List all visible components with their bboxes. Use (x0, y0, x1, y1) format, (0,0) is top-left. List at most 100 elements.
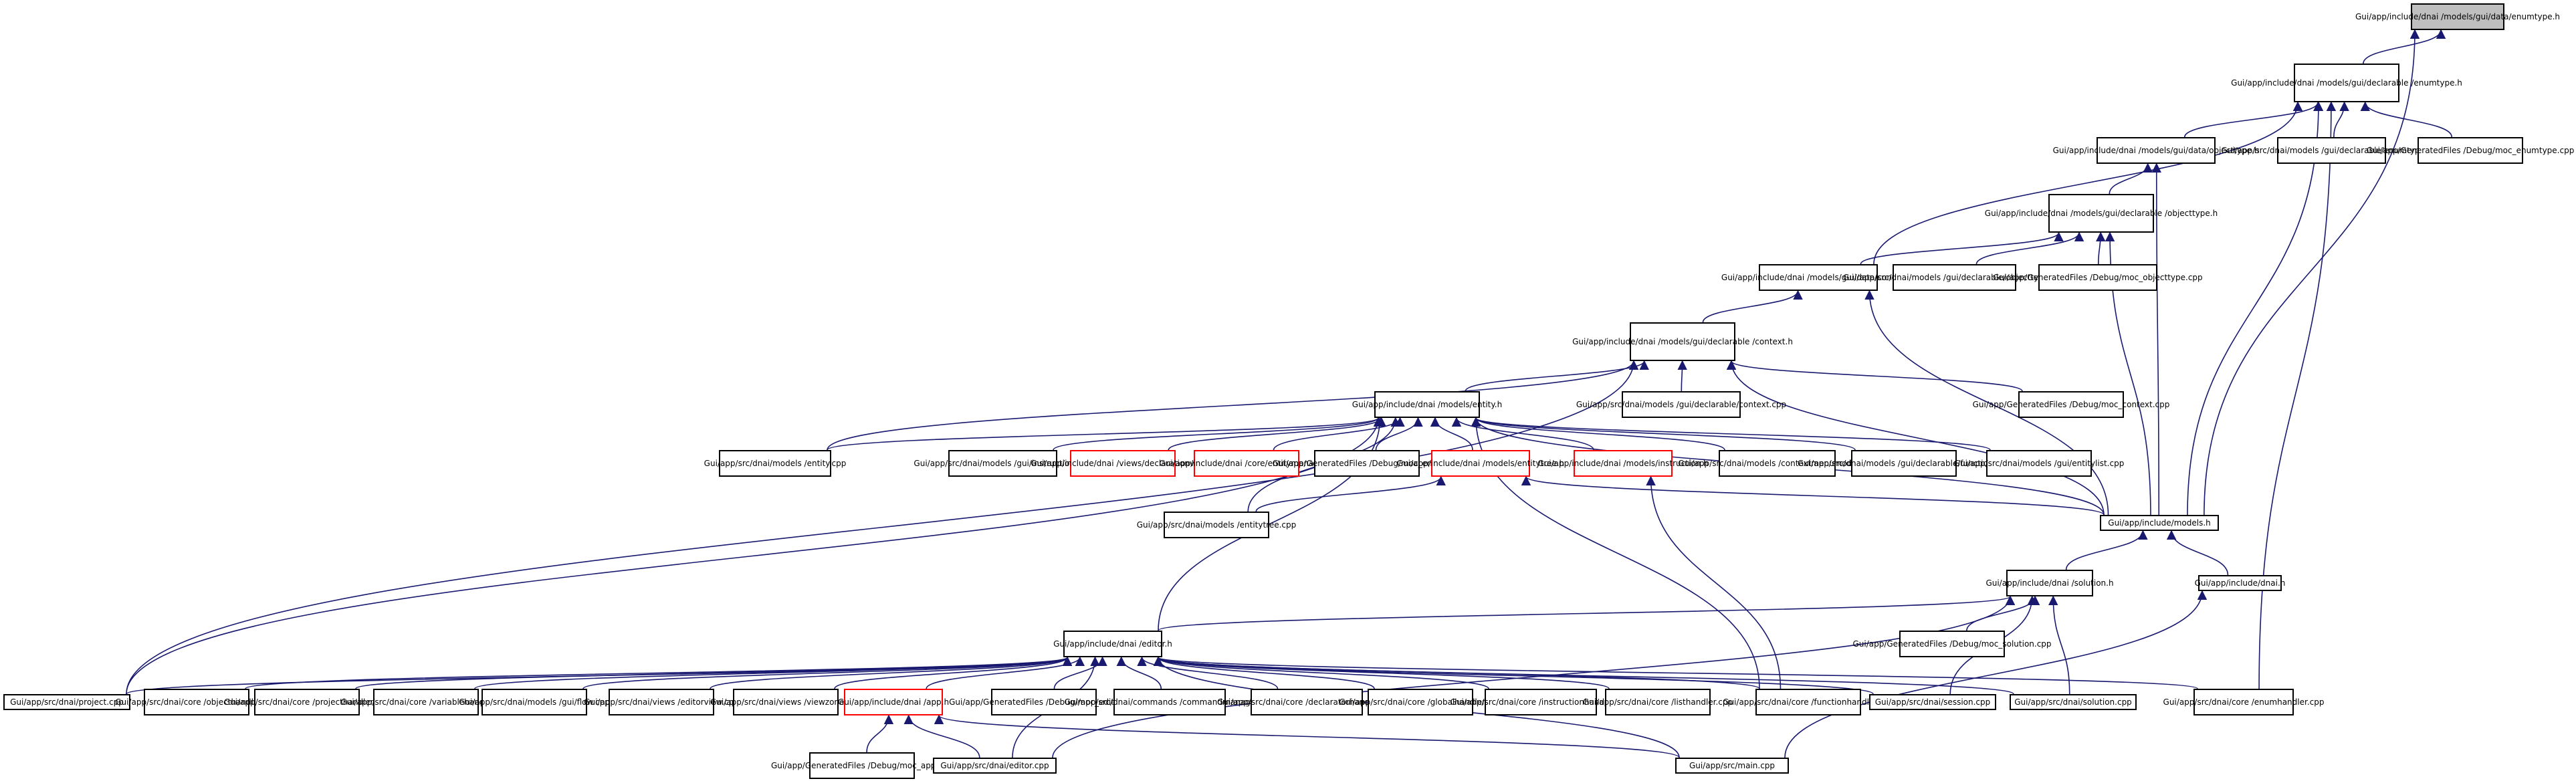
node-gui-data-objecttype-h[interactable]: Gui/app/include/dnai /models/gui/data/ob… (2053, 137, 2259, 164)
node-instructionhandler-cpp[interactable]: Gui/app/src/dnai/core /instructionhandle… (1451, 689, 1631, 715)
dependency-edge (1471, 417, 1856, 451)
node-declarable-function-cpp[interactable]: Gui/app/src/dnai/models /gui/declarable/… (1798, 450, 2010, 477)
node-commandmanager-cpp[interactable]: Gui/app/src/dnai/commands /commandmanage… (1065, 689, 1275, 715)
node-declaratorhandler-cpp[interactable]: Gui/app/src/dnai/core /declaratorhandler… (1217, 689, 1396, 715)
dependency-edge (1153, 656, 1375, 689)
node-moc-editor-cpp[interactable]: Gui/app/GeneratedFiles /Debug/moc_editor… (949, 689, 1139, 715)
dependency-edge (2048, 595, 2070, 695)
node-declarable-context-cpp[interactable]: Gui/app/src/dnai/models /gui/declarable/… (1576, 391, 1786, 418)
node-label: Gui/app/src/dnai/core /declaratorhandler… (1217, 697, 1396, 707)
dependency-edge (2109, 162, 2153, 195)
dependency-edge (1677, 360, 1687, 392)
node-moc-solution-cpp[interactable]: Gui/app/GeneratedFiles /Debug/moc_soluti… (1852, 631, 2052, 657)
dependency-edge (1053, 417, 1383, 451)
node-editorview-cpp[interactable]: Gui/app/src/dnai/views /editorview.cpp (584, 689, 739, 715)
node-gui-data-context-h[interactable]: Gui/app/include/dnai /models/gui/data/co… (1721, 264, 1915, 291)
dependency-edge (934, 714, 1680, 758)
node-label: Gui/app/src/dnai/editor.cpp (940, 761, 1049, 770)
dependency-edge (903, 714, 980, 758)
node-dnai-h[interactable]: Gui/app/include/dnai.h (2195, 575, 2285, 591)
node-label: Gui/app/src/dnai/core /listhandler.cpp (1582, 697, 1733, 707)
dependency-edge (710, 656, 1072, 689)
node-declarable-objecttype-h[interactable]: Gui/app/include/dnai /models/gui/declara… (1985, 194, 2218, 233)
node-entitylist-cpp[interactable]: Gui/app/src/dnai/models /gui/entitylist.… (1954, 450, 2124, 477)
node-label: Gui/app/src/dnai/views /editorview.cpp (584, 697, 739, 707)
dependency-edge (1471, 417, 1991, 451)
dependency-edge (582, 656, 1072, 689)
node-projecthandler-cpp[interactable]: Gui/app/src/dnai/core /projecthandler.cp… (224, 689, 390, 715)
node-solution-cpp[interactable]: Gui/app/src/dnai/solution.cpp (2010, 694, 2137, 710)
node-variablehandler-cpp[interactable]: Gui/app/src/dnai/core /variablehandler.c… (340, 689, 512, 715)
node-models-h[interactable]: Gui/app/include/models.h (2100, 515, 2219, 531)
dependency-edge (1860, 231, 2064, 265)
dependency-edge (1154, 656, 1874, 695)
node-moc-enumtype-cpp[interactable]: Gui/app/GeneratedFiles /Debug/moc_enumty… (2367, 137, 2574, 164)
node-app-h[interactable]: Gui/app/include/dnai /app.h (838, 689, 949, 715)
dependency-edge (2151, 162, 2161, 516)
node-entity-cpp[interactable]: Gui/app/src/dnai/models /entity.cpp (704, 450, 846, 477)
node-editor-cpp[interactable]: Gui/app/src/dnai/editor.cpp (933, 758, 1057, 774)
node-label: Gui/app/src/dnai/core /enumhandler.cpp (2163, 697, 2325, 707)
node-label: Gui/app/include/dnai /models/entitytree.… (1396, 459, 1565, 468)
node-objecthandler-cpp[interactable]: Gui/app/src/dnai/core /objecthandler.cpp (115, 689, 278, 715)
node-label: Gui/app/src/dnai/models /gui/flow.cpp (459, 697, 610, 707)
dependency-edge (1451, 417, 1594, 451)
node-instruction-h[interactable]: Gui/app/include/dnai /models/instruction… (1537, 450, 1709, 477)
dependency-edge (1154, 656, 1610, 689)
node-label: Gui/app/include/dnai /models/gui/data/ob… (2052, 146, 2260, 155)
node-entitymanager-h[interactable]: Gui/app/include/dnai /core/entitymanager… (1159, 450, 1334, 477)
node-label: Gui/app/src/dnai/core /objecthandler.cpp (115, 697, 278, 707)
node-contextmenumodel-cpp[interactable]: Gui/app/src/dnai/models /contextmenumode… (1678, 450, 1876, 477)
node-viewzone-cpp[interactable]: Gui/app/src/dnai/views /viewzone.cpp (710, 689, 861, 715)
node-moc-context-cpp[interactable]: Gui/app/GeneratedFiles /Debug/moc_contex… (1973, 391, 2169, 418)
node-declarable-enumtype-cpp[interactable]: Gui/app/src/dnai/models /gui/declarable/… (2221, 137, 2442, 164)
dependency-edge (1873, 101, 2303, 265)
node-listhandler-cpp[interactable]: Gui/app/src/dnai/core /listhandler.cpp (1583, 689, 1733, 715)
dependency-edge (834, 656, 1073, 689)
dependency-edge (1471, 417, 1725, 451)
dependency-edge (1255, 475, 1446, 512)
dependency-edge (1726, 360, 2105, 516)
node-label: Gui/app/src/dnai/core /globalhandler.cpp (1339, 697, 1502, 707)
node-enumhandler-cpp[interactable]: Gui/app/src/dnai/core /enumhandler.cpp (2163, 689, 2324, 715)
node-declarationview-h[interactable]: Gui/app/include/dnai /views/declarationv… (1031, 450, 1215, 477)
dependency-edge (866, 714, 894, 753)
node-label: Gui/app/GeneratedFiles /Debug/moc_soluti… (1852, 639, 2052, 649)
node-entitytree-cpp[interactable]: Gui/app/src/dnai/models /entitytree.cpp (1137, 512, 1296, 538)
node-declarable-context-h[interactable]: Gui/app/include/dnai /models/gui/declara… (1572, 322, 1793, 361)
node-moc-entity-cpp[interactable]: Gui/app/GeneratedFiles /Debug/moc_entity… (1273, 450, 1461, 477)
dependency-edge (2065, 530, 2148, 570)
node-solution-h[interactable]: Gui/app/include/dnai /solution.h (1985, 570, 2114, 596)
node-functionhandler-cpp[interactable]: Gui/app/src/dnai/core /functionhandler.c… (1723, 689, 1894, 715)
node-label: Gui/app/src/dnai/session.cpp (1874, 697, 1991, 707)
node-session-cpp[interactable]: Gui/app/src/dnai/session.cpp (1869, 694, 1996, 710)
node-moc-objecttype-cpp[interactable]: Gui/app/GeneratedFiles /Debug/moc_object… (1993, 264, 2203, 291)
node-label: Gui/app/src/dnai/core /instructionhandle… (1450, 697, 1632, 707)
node-declarable-objecttype-cpp[interactable]: Gui/app/src/dnai/models /gui/declarable/… (1843, 264, 2066, 291)
node-label: Gui/app/GeneratedFiles /Debug/moc_enumty… (2366, 146, 2575, 155)
dependency-edge (1646, 475, 1782, 689)
node-label: Gui/app/src/dnai/models /entity.cpp (704, 459, 847, 468)
dependency-edge (2204, 29, 2420, 516)
node-globalhandler-cpp[interactable]: Gui/app/src/dnai/core /globalhandler.cpp (1339, 689, 1502, 715)
dependency-edge (1154, 656, 1489, 689)
dependency-edge (2187, 101, 2324, 516)
dependency-edge (1154, 656, 2014, 695)
node-entitytree-h[interactable]: Gui/app/include/dnai /models/entitytree.… (1397, 450, 1564, 477)
node-label: Gui/app/src/dnai/commands /commandmanage… (1064, 697, 1275, 707)
node-label: Gui/app/GeneratedFiles /Debug/moc_app.cp… (770, 761, 954, 770)
node-moc-app-cpp[interactable]: Gui/app/GeneratedFiles /Debug/moc_app.cp… (771, 752, 953, 779)
node-label: Gui/app/src/dnai/models /gui/declarable/… (1843, 273, 2066, 282)
node-editor-h[interactable]: Gui/app/include/dnai /editor.h (1053, 631, 1172, 657)
node-label: Gui/app/include/dnai /core/entitymanager… (1159, 459, 1334, 468)
dependency-edge (2333, 101, 2349, 138)
node-gui-instruction-cpp[interactable]: Gui/app/src/dnai/models /gui/instruction… (914, 450, 1092, 477)
dependency-edge (1053, 656, 1107, 689)
node-project-cpp[interactable]: Gui/app/src/dnai/project.cpp (3, 694, 130, 710)
node-label: Gui/app/include/models.h (2108, 518, 2211, 528)
node-main-cpp[interactable]: Gui/app/src/main.cpp (1675, 758, 1789, 774)
node-gui-declarable-enumtype-h[interactable]: Gui/app/include/dnai /models/gui/declara… (2231, 64, 2462, 102)
node-gui-flow-cpp[interactable]: Gui/app/src/dnai/models /gui/flow.cpp (459, 689, 610, 715)
dependency-edge (1154, 656, 2198, 689)
node-entity-h[interactable]: Gui/app/include/dnai /models/entity.h (1352, 391, 1502, 418)
